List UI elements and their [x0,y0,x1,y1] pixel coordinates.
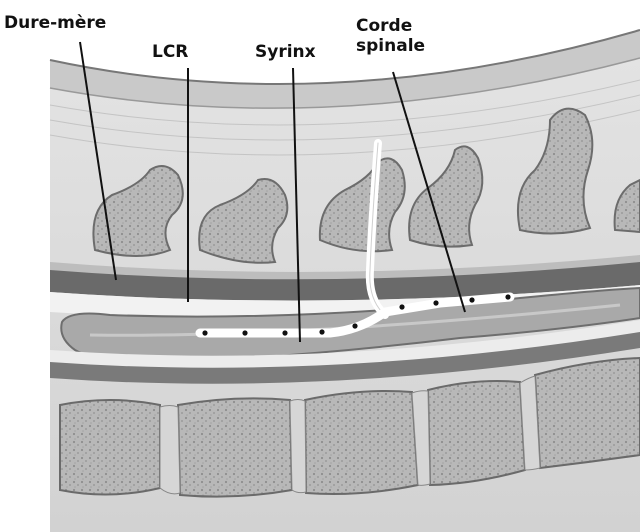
label-syrinx: Syrinx [255,42,316,62]
label-spinal-cord-line1: Corde [356,16,425,36]
label-dura-mater: Dure-mère [4,13,106,33]
label-spinal-cord: Corde spinale [356,16,425,56]
label-csf: LCR [152,42,188,62]
label-spinal-cord-line2: spinale [356,36,425,56]
